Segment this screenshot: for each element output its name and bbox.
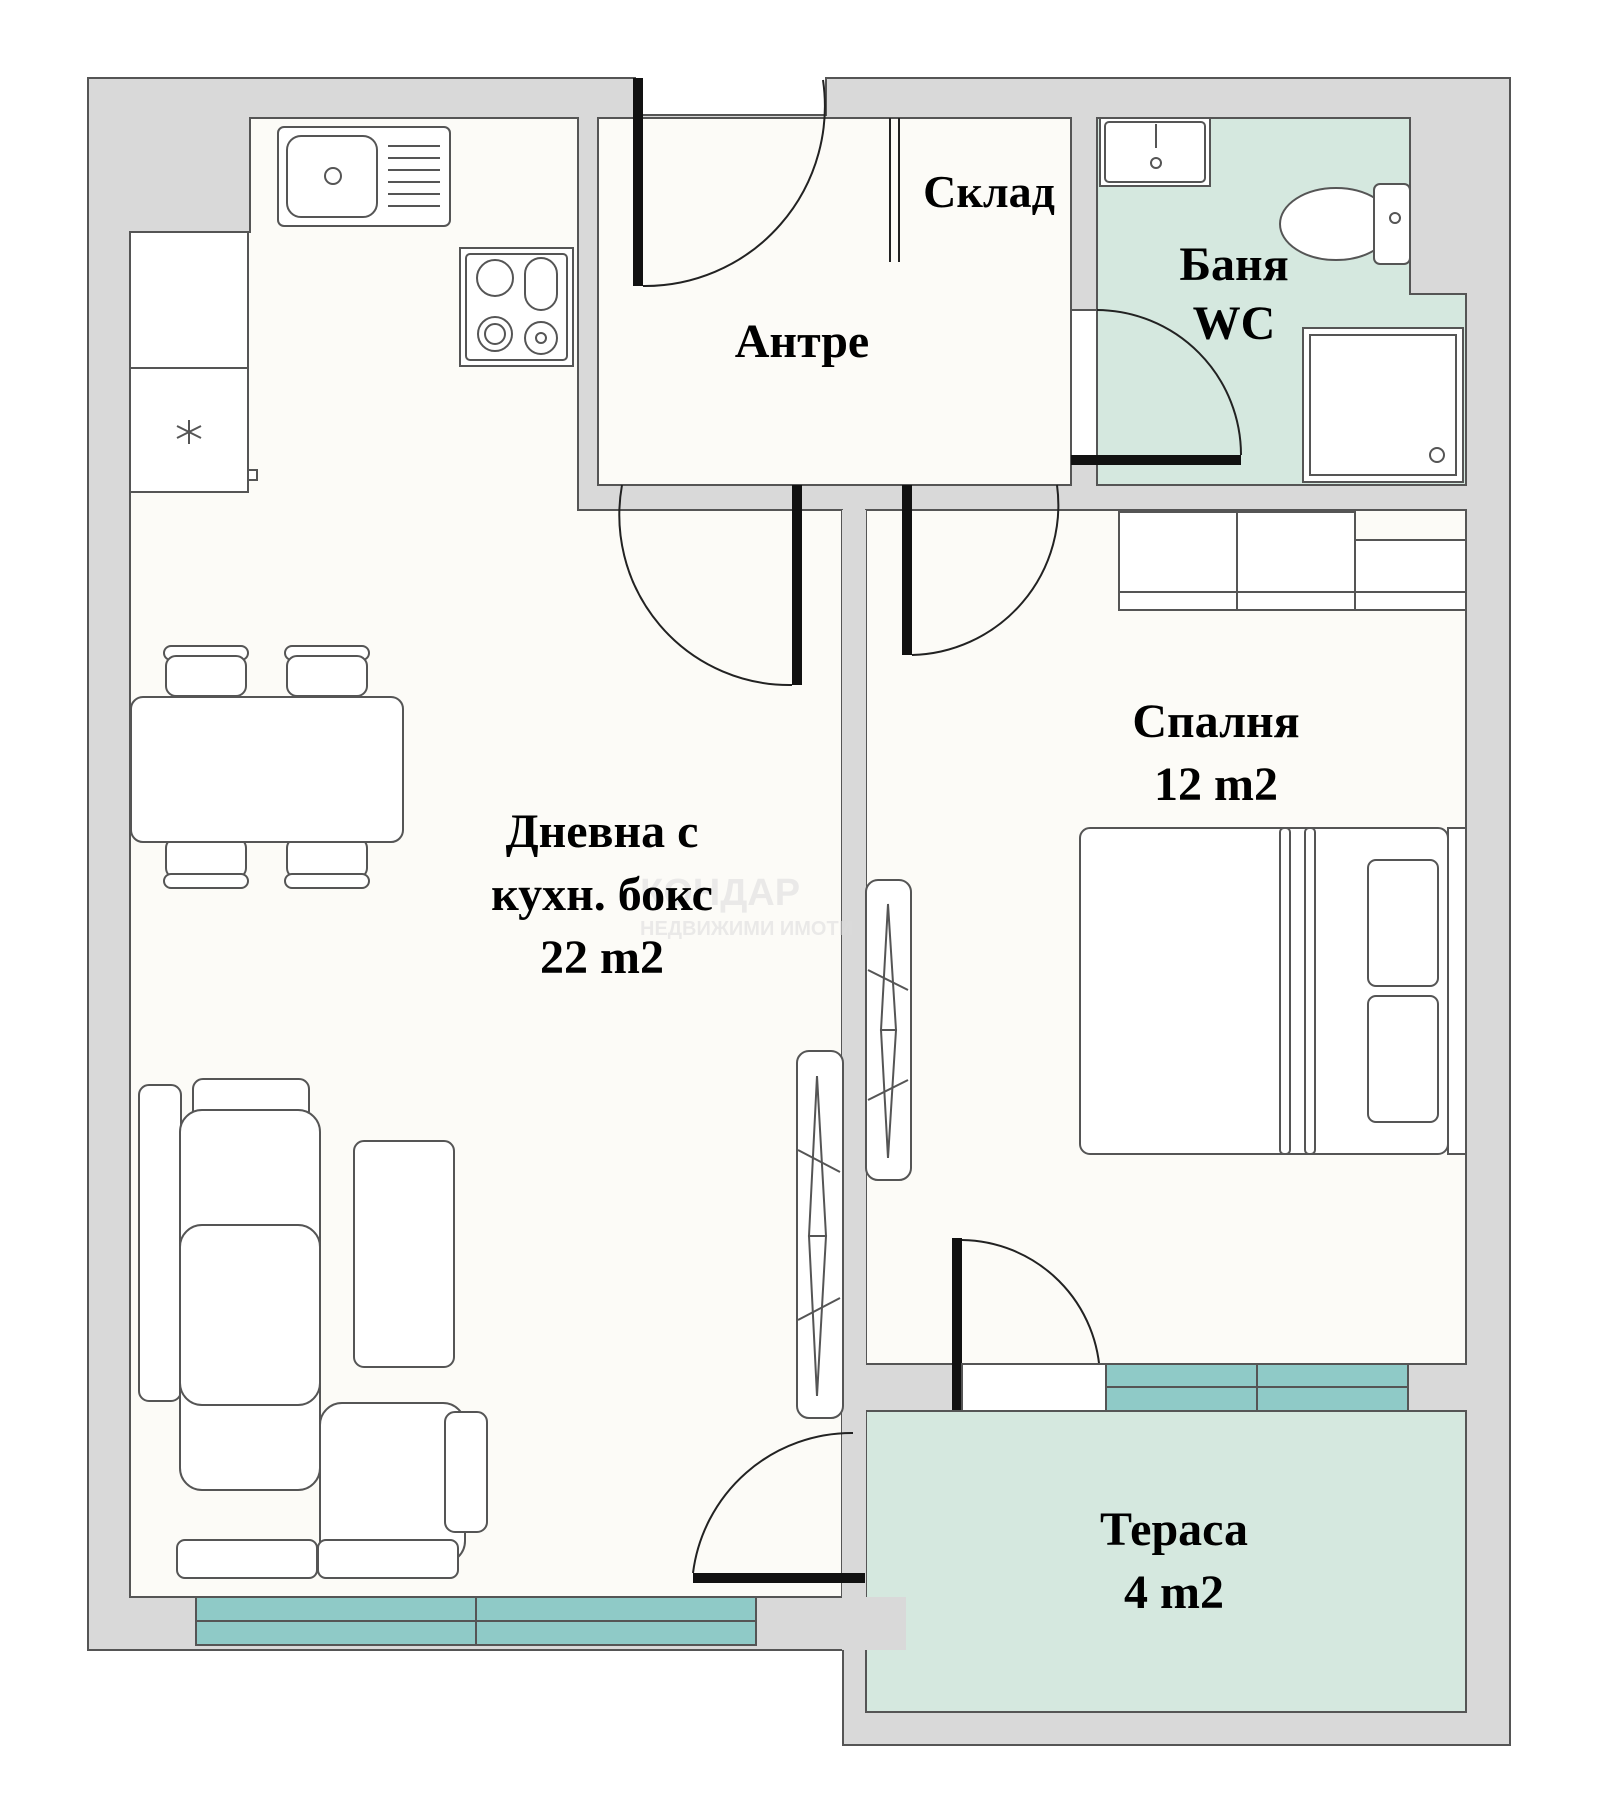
bedroom-window (1105, 1363, 1409, 1412)
label-storage: Склад (923, 166, 1055, 217)
stove-icon (459, 247, 574, 367)
living-door[interactable] (618, 484, 802, 687)
watermark: КОНДАР НЕДВИЖИМИ ИМОТИ (640, 872, 853, 940)
sink-icon (277, 126, 451, 227)
hall-floor (597, 117, 1072, 486)
bath-name-line1: Баня (1179, 238, 1288, 291)
terrace-floor (865, 1410, 1467, 1713)
label-terrace: Тераса 4 m2 (1100, 1503, 1248, 1619)
bedroom-wardrobe (1118, 511, 1467, 611)
label-living: Дневна с кухн. бокс 22 m2 (491, 805, 713, 984)
living-window (195, 1596, 757, 1646)
terrace-name: Тераса (1100, 1503, 1248, 1556)
terrace-area: 4 m2 (1124, 1566, 1224, 1619)
sofa (138, 1078, 488, 1579)
label-hall: Антре (735, 315, 869, 368)
bedroom-area: 12 m2 (1154, 758, 1278, 811)
svg-text:НЕДВИЖИМИ ИМОТИ: НЕДВИЖИМИ ИМОТИ (640, 918, 853, 940)
bedroom-door[interactable] (902, 484, 1060, 656)
kitchen-counter (129, 231, 258, 493)
toilet-icon (1279, 183, 1411, 265)
entrance-door[interactable] (633, 78, 826, 288)
bedroom-name: Спалня (1132, 695, 1299, 748)
coffee-table (353, 1140, 455, 1368)
living-name-line1: Дневна с (506, 805, 699, 858)
living-wardrobe (796, 1050, 844, 1419)
shower-tray (1302, 327, 1464, 483)
storage-closet (889, 118, 900, 262)
double-bed (1079, 827, 1467, 1155)
label-bedroom: Спалня 12 m2 (1132, 695, 1299, 811)
bath-name-line2: WC (1193, 297, 1276, 350)
svg-text:КОНДАР: КОНДАР (640, 872, 800, 914)
fridge-icon (176, 420, 202, 444)
terrace-wall-stub (842, 1597, 906, 1650)
washbasin-icon (1099, 117, 1211, 187)
label-bath: Баня WC (1179, 238, 1288, 350)
living-area: 22 m2 (540, 931, 664, 984)
bedroom-mirror-door (865, 879, 912, 1181)
living-name-line2: кухн. бокс (491, 868, 713, 921)
terrace-door-bedroom[interactable] (952, 1238, 1107, 1412)
terrace-door-living[interactable] (692, 1431, 865, 1583)
dining-table (130, 645, 404, 889)
partition-wall (842, 510, 866, 1597)
bathroom-door[interactable] (1070, 309, 1242, 465)
